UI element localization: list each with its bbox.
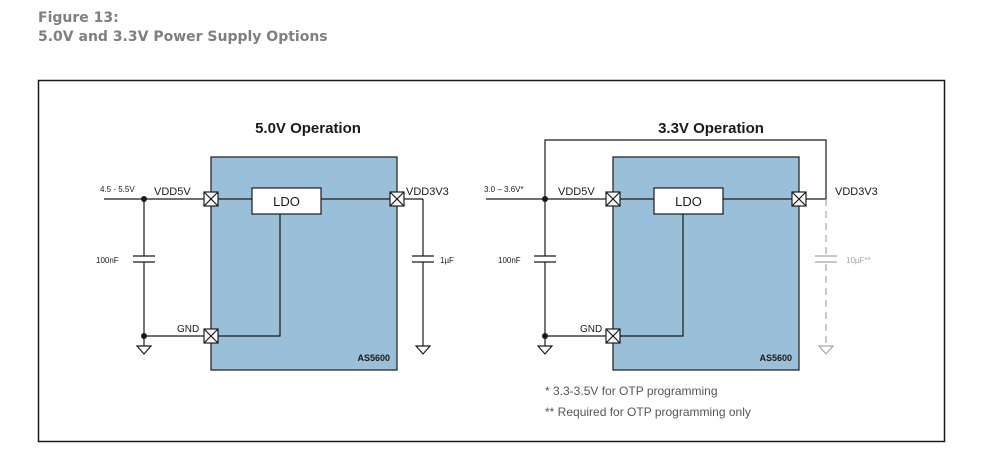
left-pin-vdd3v3 [389,191,405,207]
right-pin-vdd5v [605,191,621,207]
note-otp-voltage: * 3.3-3.5V for OTP programming [545,384,718,398]
right-bypass-wire [544,139,827,200]
left-ldo-label: LDO [273,194,300,209]
right-cap-out-label: 10µF** [846,256,871,265]
right-pin-vdd3v3 [791,191,807,207]
left-cap-out-label: 1µF [440,256,454,265]
right-cap-in-label: 100nF [498,256,521,265]
right-ground-out-symbol [817,345,835,355]
left-supply-label: 4.5 - 5.5V [100,185,135,194]
left-pin-vdd5v-label: VDD5V [154,186,191,198]
diagram-frame [37,79,946,443]
right-pin-vdd3v3-label: VDD3V3 [835,186,878,198]
left-pin-gnd-label: GND [177,324,199,335]
right-ground-in-symbol [536,345,554,355]
left-ldo-block [251,187,322,215]
left-circuit: 5.0V Operation AS5600 LDO VDD5V VDD3V3 G… [96,120,454,371]
figure-caption: Figure 13: 5.0V and 3.3V Power Supply Op… [38,9,328,47]
left-pin-vdd5v [203,191,219,207]
left-cap-in-label: 100nF [96,256,119,265]
left-circuit-title: 5.0V Operation [255,120,361,137]
left-ground-out-symbol [414,345,432,355]
right-node-gnd [542,333,548,339]
note-otp-required: ** Required for OTP programming only [545,405,751,419]
right-wire-ldo-gnd [620,214,684,337]
right-supply-label: 3.0 – 3.6V* [484,185,524,194]
right-circuit: 3.3V Operation AS5600 LDO VDD5V VDD3V3 G… [484,120,878,419]
figure-number: Figure 13: [38,10,119,26]
right-pin-gnd [605,328,621,344]
right-pin-vdd5v-label: VDD5V [558,186,595,198]
right-ldo-label: LDO [675,194,702,209]
left-chip-label: AS5600 [357,353,390,363]
figure-title: 5.0V and 3.3V Power Supply Options [38,29,328,45]
left-ground-in-symbol [135,345,153,355]
left-node-gnd [141,333,147,339]
left-pin-vdd3v3-label: VDD3V3 [406,186,449,198]
right-circuit-title: 3.3V Operation [658,120,764,137]
left-wire-ldo-gnd [218,214,281,337]
right-ldo-block [653,187,724,215]
right-pin-gnd-label: GND [580,324,602,335]
right-chip-label: AS5600 [759,353,792,363]
left-pin-gnd [203,328,219,344]
